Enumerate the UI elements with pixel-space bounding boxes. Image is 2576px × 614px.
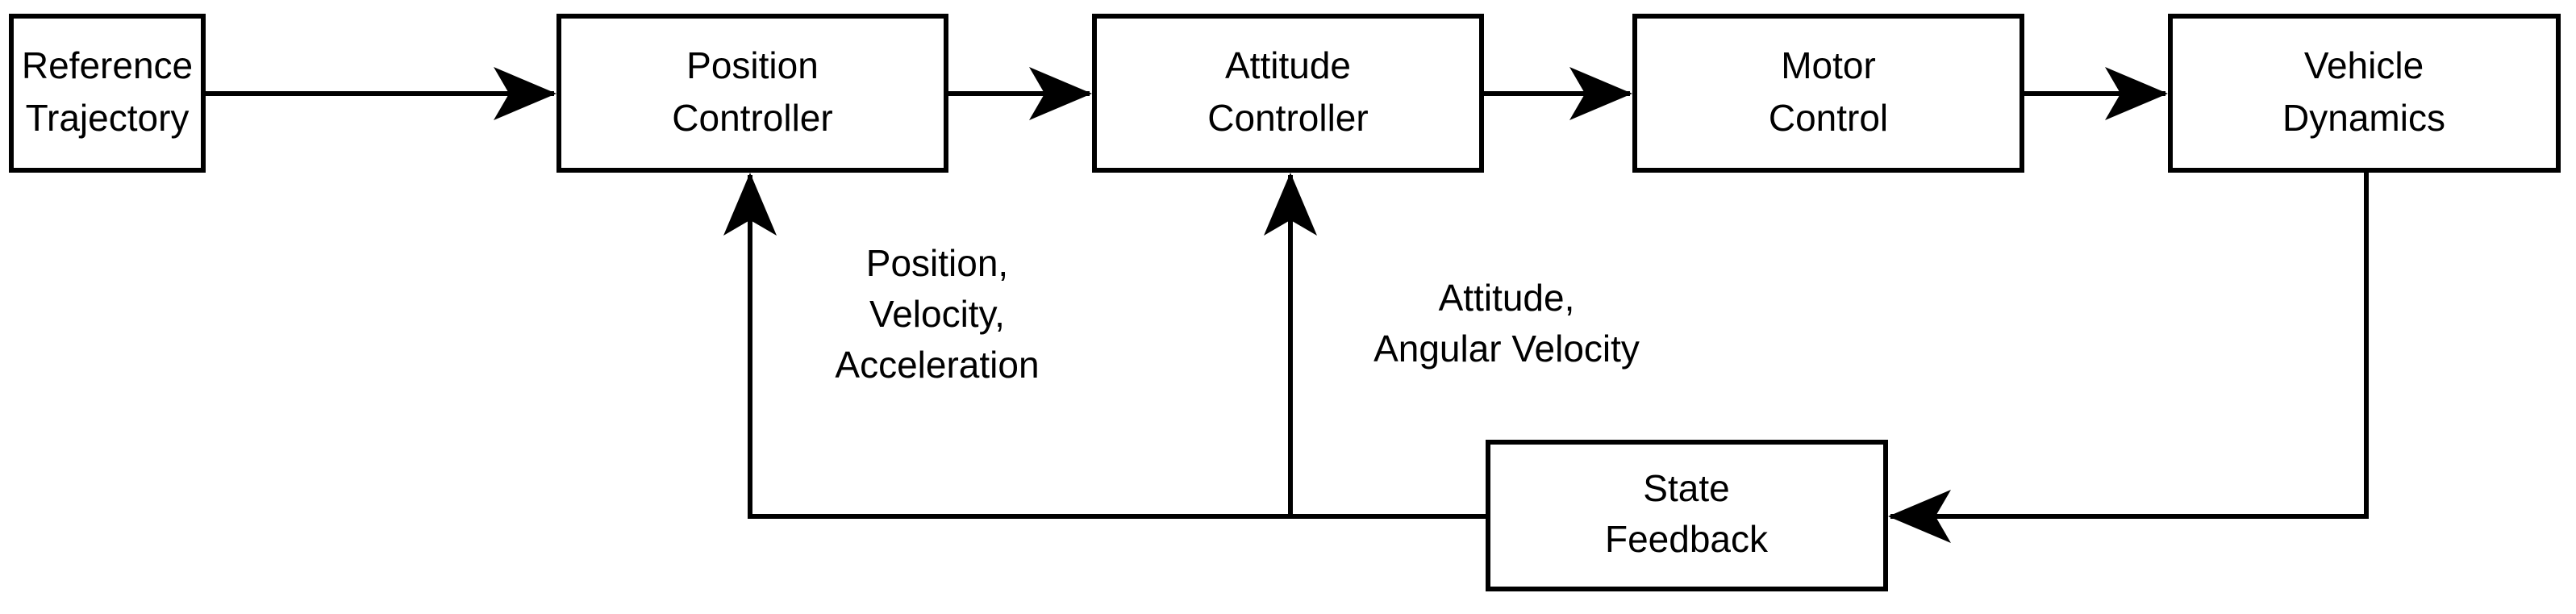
block-reference-trajectory[interactable]: Reference Trajectory	[9, 14, 206, 173]
signal-label-attitude-line2: Angular Velocity	[1373, 328, 1640, 370]
block-attitude-controller[interactable]: Attitude Controller	[1092, 14, 1484, 173]
block-position-controller-line1: Position	[686, 44, 819, 86]
block-attitude-controller-box[interactable]	[1092, 14, 1484, 173]
block-state-feedback-line2: Feedback	[1605, 518, 1769, 560]
signal-label-position-line3: Acceleration	[835, 344, 1039, 386]
block-vehicle-dynamics-line2: Dynamics	[2282, 97, 2445, 139]
block-motor-control-box[interactable]	[1632, 14, 2024, 173]
connector-state-feedback-to-position	[723, 173, 1290, 519]
block-reference-trajectory-line2: Trajectory	[26, 97, 190, 139]
block-state-feedback[interactable]: State Feedback	[1486, 440, 1888, 591]
signal-label-position-line2: Velocity,	[869, 293, 1005, 335]
signal-label-position-line1: Position,	[866, 242, 1008, 284]
block-state-feedback-line1: State	[1643, 467, 1729, 509]
signal-label-position: Position, Velocity, Acceleration	[835, 242, 1039, 386]
block-motor-control-line2: Control	[1769, 97, 1888, 139]
block-vehicle-dynamics[interactable]: Vehicle Dynamics	[2168, 14, 2561, 173]
block-attitude-controller-line2: Controller	[1207, 97, 1368, 139]
block-vehicle-dynamics-line1: Vehicle	[2304, 44, 2424, 86]
block-motor-control-line1: Motor	[1781, 44, 1876, 86]
block-vehicle-dynamics-box[interactable]	[2168, 14, 2561, 173]
block-reference-trajectory-box[interactable]	[9, 14, 206, 173]
block-position-controller[interactable]: Position Controller	[556, 14, 948, 173]
block-state-feedback-box[interactable]	[1486, 440, 1888, 591]
block-motor-control[interactable]: Motor Control	[1632, 14, 2024, 173]
feedback-path-connectors	[723, 170, 2369, 543]
block-attitude-controller-line1: Attitude	[1225, 44, 1351, 86]
signal-label-attitude: Attitude, Angular Velocity	[1373, 277, 1640, 370]
block-reference-trajectory-line1: Reference	[22, 44, 193, 86]
connector-vehicle-to-state-feedback	[1888, 170, 2369, 543]
block-position-controller-line2: Controller	[672, 97, 832, 139]
signal-label-attitude-line1: Attitude,	[1439, 277, 1575, 319]
block-position-controller-box[interactable]	[556, 14, 948, 173]
